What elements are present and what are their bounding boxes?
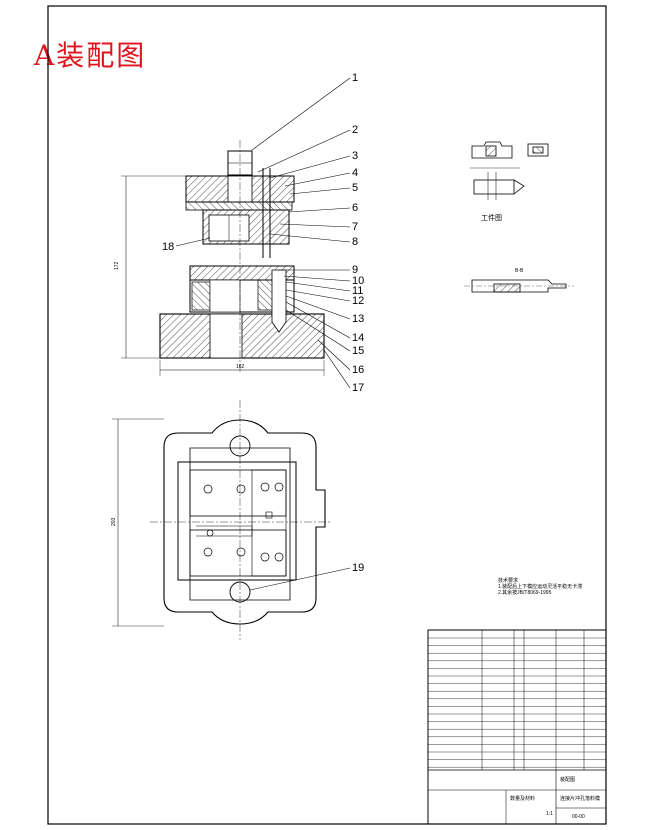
plan-view [112,400,330,640]
title-block-material: 数量及材料 [510,795,535,802]
notes-heading: 技术要求 [498,577,518,584]
callout-16: 16 [352,364,364,376]
technical-notes: 技术要求 1.装配后上下模应运动灵活平稳无卡滞 2.其余按JB/T8069-19… [498,577,582,596]
callout-numbers: 1 2 3 4 5 6 7 8 9 10 11 12 13 14 15 16 1… [162,72,364,574]
callout-15: 15 [352,345,364,357]
callout-9: 9 [352,264,358,276]
parts-list [427,629,607,825]
dim-width: 162 [236,364,245,370]
workpiece-view [470,141,549,200]
drawing-frame [47,5,607,825]
callout-3: 3 [352,150,358,162]
callout-14: 14 [352,332,364,344]
section-view [121,140,325,376]
callout-5: 5 [352,182,358,194]
callout-13: 13 [352,313,364,325]
side-view [464,279,574,293]
callout-12: 12 [352,295,364,307]
callout-6: 6 [352,202,358,214]
dim-plan-height: 203 [111,517,117,526]
callout-18: 18 [162,241,174,253]
callout-7: 7 [352,221,358,233]
callout-17: 17 [352,382,364,394]
title-block-name: 连接片冲孔落料模 [560,795,600,802]
drawing-title: A装配图 [34,39,147,72]
dim-height: 172 [114,261,120,270]
title-block-number: 00-00 [572,814,585,820]
callout-19: 19 [352,562,364,574]
workpiece-label: 工件图 [481,213,502,222]
callout-4: 4 [352,167,358,179]
title-block-spec: 装配图 [560,776,575,783]
callout-2: 2 [352,124,358,136]
callout-10: 10 [352,275,364,287]
title-block-scale: 1:1 [546,811,553,817]
notes-line-1: 1.装配后上下模应运动灵活平稳无卡滞 [498,583,582,590]
callout-8: 8 [352,236,358,248]
notes-line-2: 2.其余按JB/T8069-1995 [498,589,552,596]
callout-11: 11 [352,285,363,297]
side-view-label: B-B [515,268,524,274]
callout-1: 1 [352,72,358,84]
callout-leaders [175,77,351,591]
